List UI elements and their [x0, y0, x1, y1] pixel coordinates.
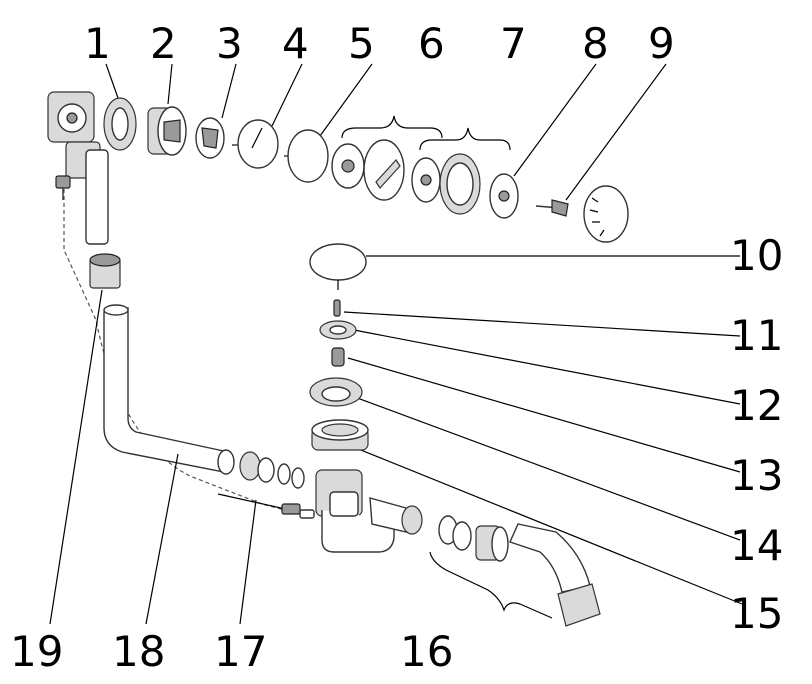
label-4: 4 — [282, 19, 309, 68]
part-8-plate — [489, 173, 519, 219]
label-2: 2 — [150, 19, 177, 68]
part-11-pin — [333, 299, 341, 317]
label-6: 6 — [418, 19, 445, 68]
part-1-gasket — [103, 97, 137, 151]
part-16-outlet — [429, 515, 601, 627]
label-7: 7 — [500, 19, 527, 68]
label-15: 15 — [730, 589, 783, 638]
part-18-pipe — [103, 304, 235, 475]
top-leader-lines — [105, 63, 667, 201]
right-leader-lines — [343, 255, 743, 605]
label-9: 9 — [648, 19, 675, 68]
part-7-pair — [411, 153, 481, 215]
label-14: 14 — [730, 521, 783, 570]
part-14-strainer — [309, 377, 363, 407]
label-17: 17 — [214, 627, 267, 676]
pipe-connectors — [239, 451, 305, 489]
part-15-drain-nut — [311, 419, 369, 451]
trap-body — [315, 469, 423, 553]
bottom-leader-lines — [49, 289, 257, 625]
part-9-screw-knob — [535, 185, 629, 243]
part-number-labels: 1 2 3 4 5 6 7 8 9 10 11 12 13 14 15 16 1… — [10, 19, 783, 676]
cable-end-fitting — [55, 175, 71, 200]
part-13-sleeve — [331, 347, 345, 367]
part-6-pair — [331, 139, 405, 201]
label-5: 5 — [348, 19, 375, 68]
part-10-plug — [309, 243, 367, 290]
label-3: 3 — [216, 19, 243, 68]
part-2-flange — [147, 106, 187, 156]
part-17-rod — [217, 493, 315, 519]
part-4-cap — [232, 119, 279, 169]
cable-path — [63, 182, 293, 513]
part-3-insert — [195, 117, 225, 159]
label-13: 13 — [730, 451, 783, 500]
part-12-washer — [319, 320, 357, 340]
overflow-body — [47, 91, 109, 245]
label-16: 16 — [400, 627, 453, 676]
label-1: 1 — [84, 19, 111, 68]
label-12: 12 — [730, 381, 783, 430]
part-5-cap — [284, 129, 329, 183]
label-18: 18 — [112, 627, 165, 676]
label-8: 8 — [582, 19, 609, 68]
part-19-coupling — [89, 253, 121, 289]
label-19: 19 — [10, 627, 63, 676]
